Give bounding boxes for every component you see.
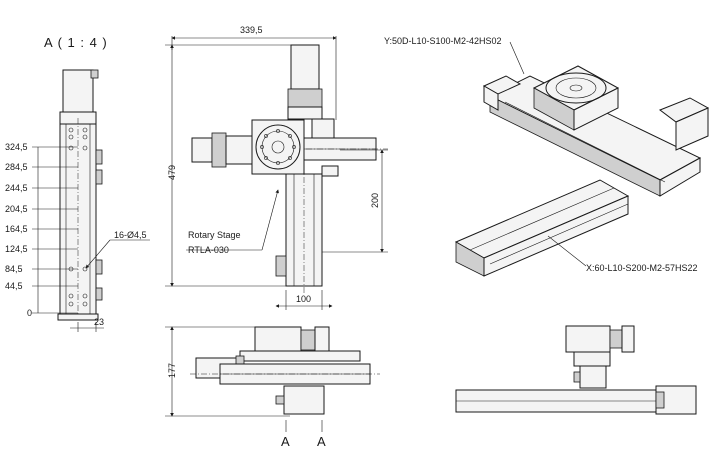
front-view: 339,5 479 [165, 25, 388, 310]
rotary-stage [251, 119, 305, 175]
stroke-dimension: 200 [370, 193, 380, 208]
section-marker: A [281, 434, 291, 449]
section-title: A ( 1 : 4 ) [44, 35, 108, 50]
x-axis-label: X:60-L10-S200-M2-57HS22 [586, 263, 698, 273]
left-tick-lines [32, 146, 78, 314]
tick-label: 164,5 [5, 224, 28, 234]
y-axis-label: Y:50D-L10-S100-M2-42HS02 [384, 36, 502, 46]
left-motor [62, 69, 94, 113]
side-view [455, 325, 697, 415]
tick-label: 84,5 [5, 264, 23, 274]
tick-label: 0 [27, 308, 32, 318]
tick-label: 244,5 [5, 183, 28, 193]
tick-label: 284,5 [5, 162, 28, 172]
tick-label: 204,5 [5, 204, 28, 214]
width-dimension: 339,5 [240, 25, 263, 35]
isometric-view: Y:50D-L10-S100-M2-42HS02 X:60-L10-S200-M… [384, 36, 710, 277]
height-dimension: 479 [167, 165, 177, 180]
hole-callout: 16-Ø4,5 [114, 230, 147, 240]
tick-label: 324,5 [5, 142, 28, 152]
section-view-a: A ( 1 : 4 ) [5, 35, 150, 332]
bottom-height-dimension: 177 [167, 363, 177, 378]
rotary-label-line1: Rotary Stage [188, 230, 241, 240]
width-label: 23 [94, 317, 104, 327]
base-dimension: 100 [296, 294, 311, 304]
rotary-label-line2: RTLA-030 [188, 245, 229, 255]
y-motor [290, 44, 320, 90]
tick-label: 124,5 [5, 244, 28, 254]
bottom-view: 177 A A [165, 326, 380, 449]
tick-label: 44,5 [5, 281, 23, 291]
section-marker: A [317, 434, 327, 449]
hole-pattern [68, 127, 88, 307]
